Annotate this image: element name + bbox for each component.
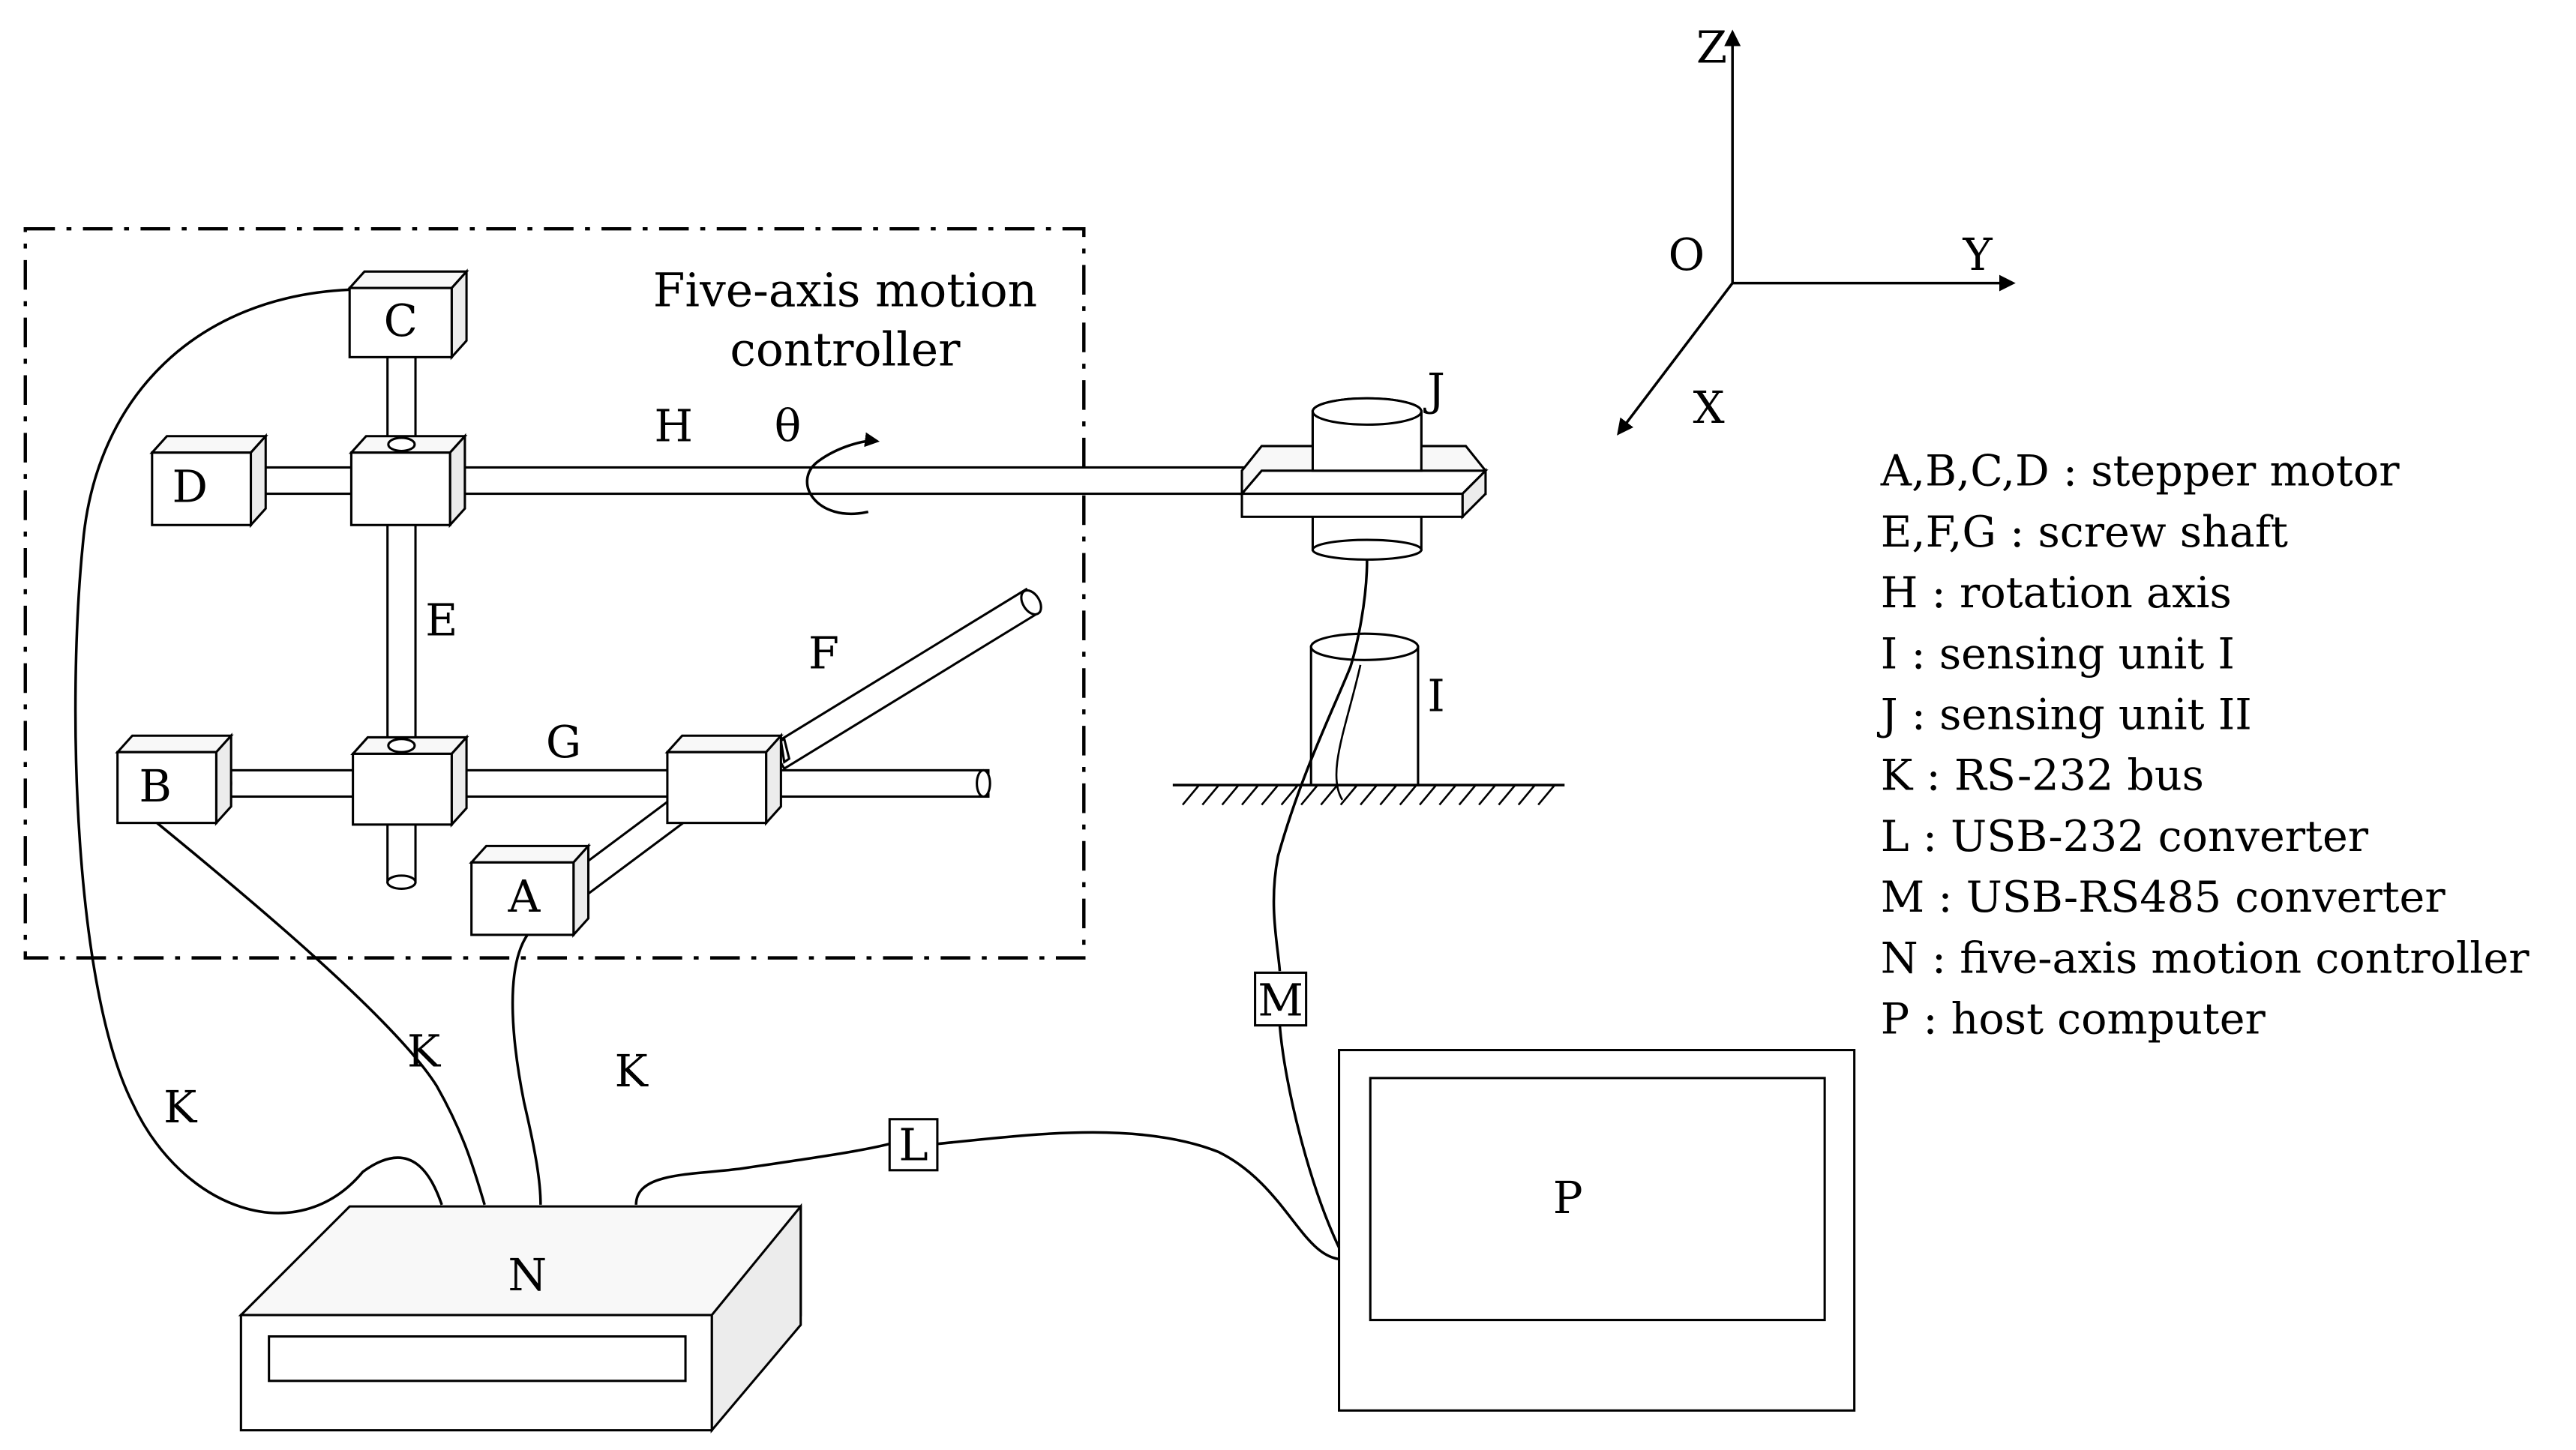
rod-b [217, 768, 358, 798]
slider-block [664, 732, 784, 826]
cable-k-motor-a [511, 933, 542, 1205]
upper-junction-block [348, 433, 468, 529]
label-j: J [1423, 364, 1445, 415]
legend-item: J : sensing unit II [1877, 690, 2252, 739]
x-axis-label: X [1693, 382, 1725, 433]
coordinate-axes: Z Y X O [1617, 21, 2016, 436]
y-axis-label: Y [1963, 229, 1993, 280]
label-l: L [898, 1119, 928, 1171]
label-i: I [1427, 670, 1444, 721]
screw-shaft-f-through [779, 737, 791, 765]
controller-boundary [23, 226, 1086, 960]
rotation-axis-h [444, 466, 1253, 496]
stepper-motor-b [115, 732, 234, 826]
label-k-2: K [407, 1026, 442, 1077]
sensing-unit-j [1239, 397, 1489, 561]
label-g: G [546, 716, 581, 768]
motion-controller-n [238, 1203, 802, 1434]
label-b: B [139, 760, 172, 812]
cable-k-motor-c [73, 288, 443, 1215]
z-axis-label: Z [1696, 21, 1727, 73]
legend-item: L : USB-232 converter [1881, 812, 2369, 861]
sensing-unit-i [1309, 632, 1420, 786]
controller-title-line2: controller [730, 323, 961, 376]
stepper-motor-c [346, 268, 469, 361]
legend: A,B,C,D : stepper motor E,F,G : screw sh… [1877, 447, 2530, 1044]
converter-l-box [888, 1118, 939, 1172]
cable-l [634, 1131, 1339, 1261]
label-p: P [1553, 1172, 1583, 1224]
lower-junction-block [350, 734, 469, 828]
cable-m [1272, 559, 1369, 1248]
x-axis-arrow [1617, 282, 1734, 436]
rotation-arrow-icon [805, 432, 880, 515]
host-computer-p [1338, 1049, 1856, 1412]
label-e: E [425, 594, 457, 646]
legend-item: I : sensing unit I [1881, 629, 2235, 679]
stepper-motor-a [469, 843, 591, 938]
cable-k-motor-b [156, 822, 486, 1206]
label-theta: θ [775, 400, 802, 451]
label-c: C [384, 295, 418, 346]
cable-i-lead [1335, 664, 1362, 801]
label-n: N [508, 1249, 547, 1301]
ground-hatching [1172, 783, 1565, 806]
legend-item: N : five-axis motion controller [1881, 933, 2530, 983]
label-d: D [172, 461, 208, 513]
converter-m-box [1254, 971, 1308, 1027]
legend-item: E,F,G : screw shaft [1881, 508, 2288, 557]
label-h: H [654, 400, 693, 451]
stepper-motor-d [149, 433, 268, 529]
legend-item: P : host computer [1881, 995, 2266, 1044]
screw-shaft-g-end [976, 768, 991, 798]
label-m: M [1258, 974, 1303, 1026]
label-a: A [508, 870, 541, 922]
origin-label: O [1669, 229, 1705, 280]
controller-title-line1: Five-axis motion [653, 264, 1037, 317]
legend-item: K : RS-232 bus [1881, 751, 2204, 801]
legend-item: A,B,C,D : stepper motor [1880, 447, 2400, 496]
legend-item: H : rotation axis [1881, 568, 2232, 618]
label-k-1: K [163, 1081, 198, 1133]
legend-item: M : USB-RS485 converter [1881, 873, 2446, 922]
label-k-3: K [614, 1045, 649, 1097]
label-f: F [808, 627, 839, 679]
